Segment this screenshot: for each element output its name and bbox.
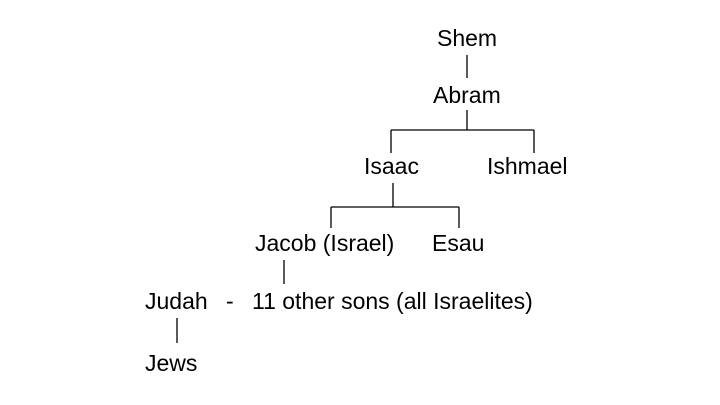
node-jews: Jews (145, 350, 197, 376)
node-ishmael: Ishmael (487, 153, 568, 179)
node-abram: Abram (433, 82, 501, 108)
node-other-sons: 11 other sons (all Israelites) (252, 288, 533, 314)
node-isaac: Isaac (364, 153, 419, 179)
node-jacob: Jacob (Israel) (255, 230, 394, 256)
node-shem: Shem (437, 25, 497, 51)
node-separator: - (226, 288, 234, 314)
node-esau: Esau (432, 230, 484, 256)
node-judah: Judah (145, 288, 208, 314)
